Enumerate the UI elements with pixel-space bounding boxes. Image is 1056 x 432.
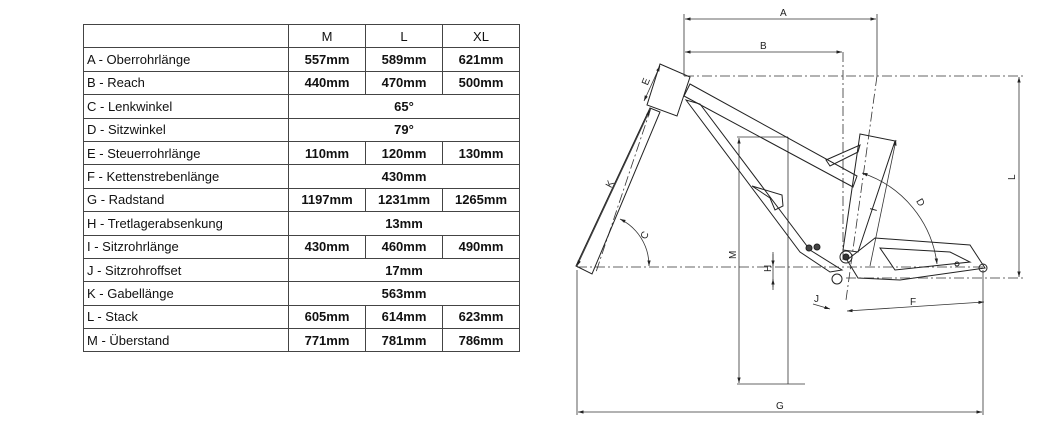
row-label: M - Überstand [83,328,289,353]
label-h: H [763,265,774,272]
label-a: A [780,8,787,19]
label-k: K [604,179,617,190]
label-d: D [913,197,926,209]
label-g: G [776,401,784,412]
row-label: C - Lenkwinkel [83,94,289,119]
row-value: 430mm [288,234,366,259]
label-l: L [1007,174,1018,180]
row-label: A - Oberrohrlänge [83,47,289,72]
row-label: J - Sitzrohroffset [83,257,289,283]
row-value: 470mm [365,70,443,96]
row-label: E - Steuerrohrlänge [83,140,289,166]
label-c: C [639,230,652,242]
header-size-xl: XL [442,23,520,49]
row-value: 460mm [365,234,443,259]
row-label: I - Sitzrohrlänge [83,234,289,259]
row-value: 623mm [442,304,520,330]
row-value: 490mm [442,234,520,259]
row-label: K - Gabellänge [83,281,289,306]
row-value: 130mm [442,140,520,166]
row-label: G - Radstand [83,187,289,213]
label-e: E [640,76,653,87]
row-value: 563mm [288,281,520,306]
label-b: B [760,41,767,52]
label-j: J [814,294,819,305]
row-value: 500mm [442,70,520,96]
row-value: 17mm [288,257,520,283]
row-label: D - Sitzwinkel [83,117,289,142]
row-value: 1265mm [442,187,520,213]
row-value: 605mm [288,304,366,330]
label-i: I [869,207,880,213]
label-f: F [910,297,916,308]
row-value: 621mm [442,47,520,72]
row-value: 614mm [365,304,443,330]
reference-lines [577,52,1025,301]
dimension-lines [576,17,1021,414]
row-value: 110mm [288,140,366,166]
frame-outline [575,63,988,285]
row-label: F - Kettenstrebenlänge [83,164,289,189]
label-m: M [728,251,739,259]
dimension-labels: A B C D E F G H I J K L M [604,8,1018,412]
row-label: L - Stack [83,304,289,330]
row-value: 786mm [442,328,520,353]
row-value: 781mm [365,328,443,353]
